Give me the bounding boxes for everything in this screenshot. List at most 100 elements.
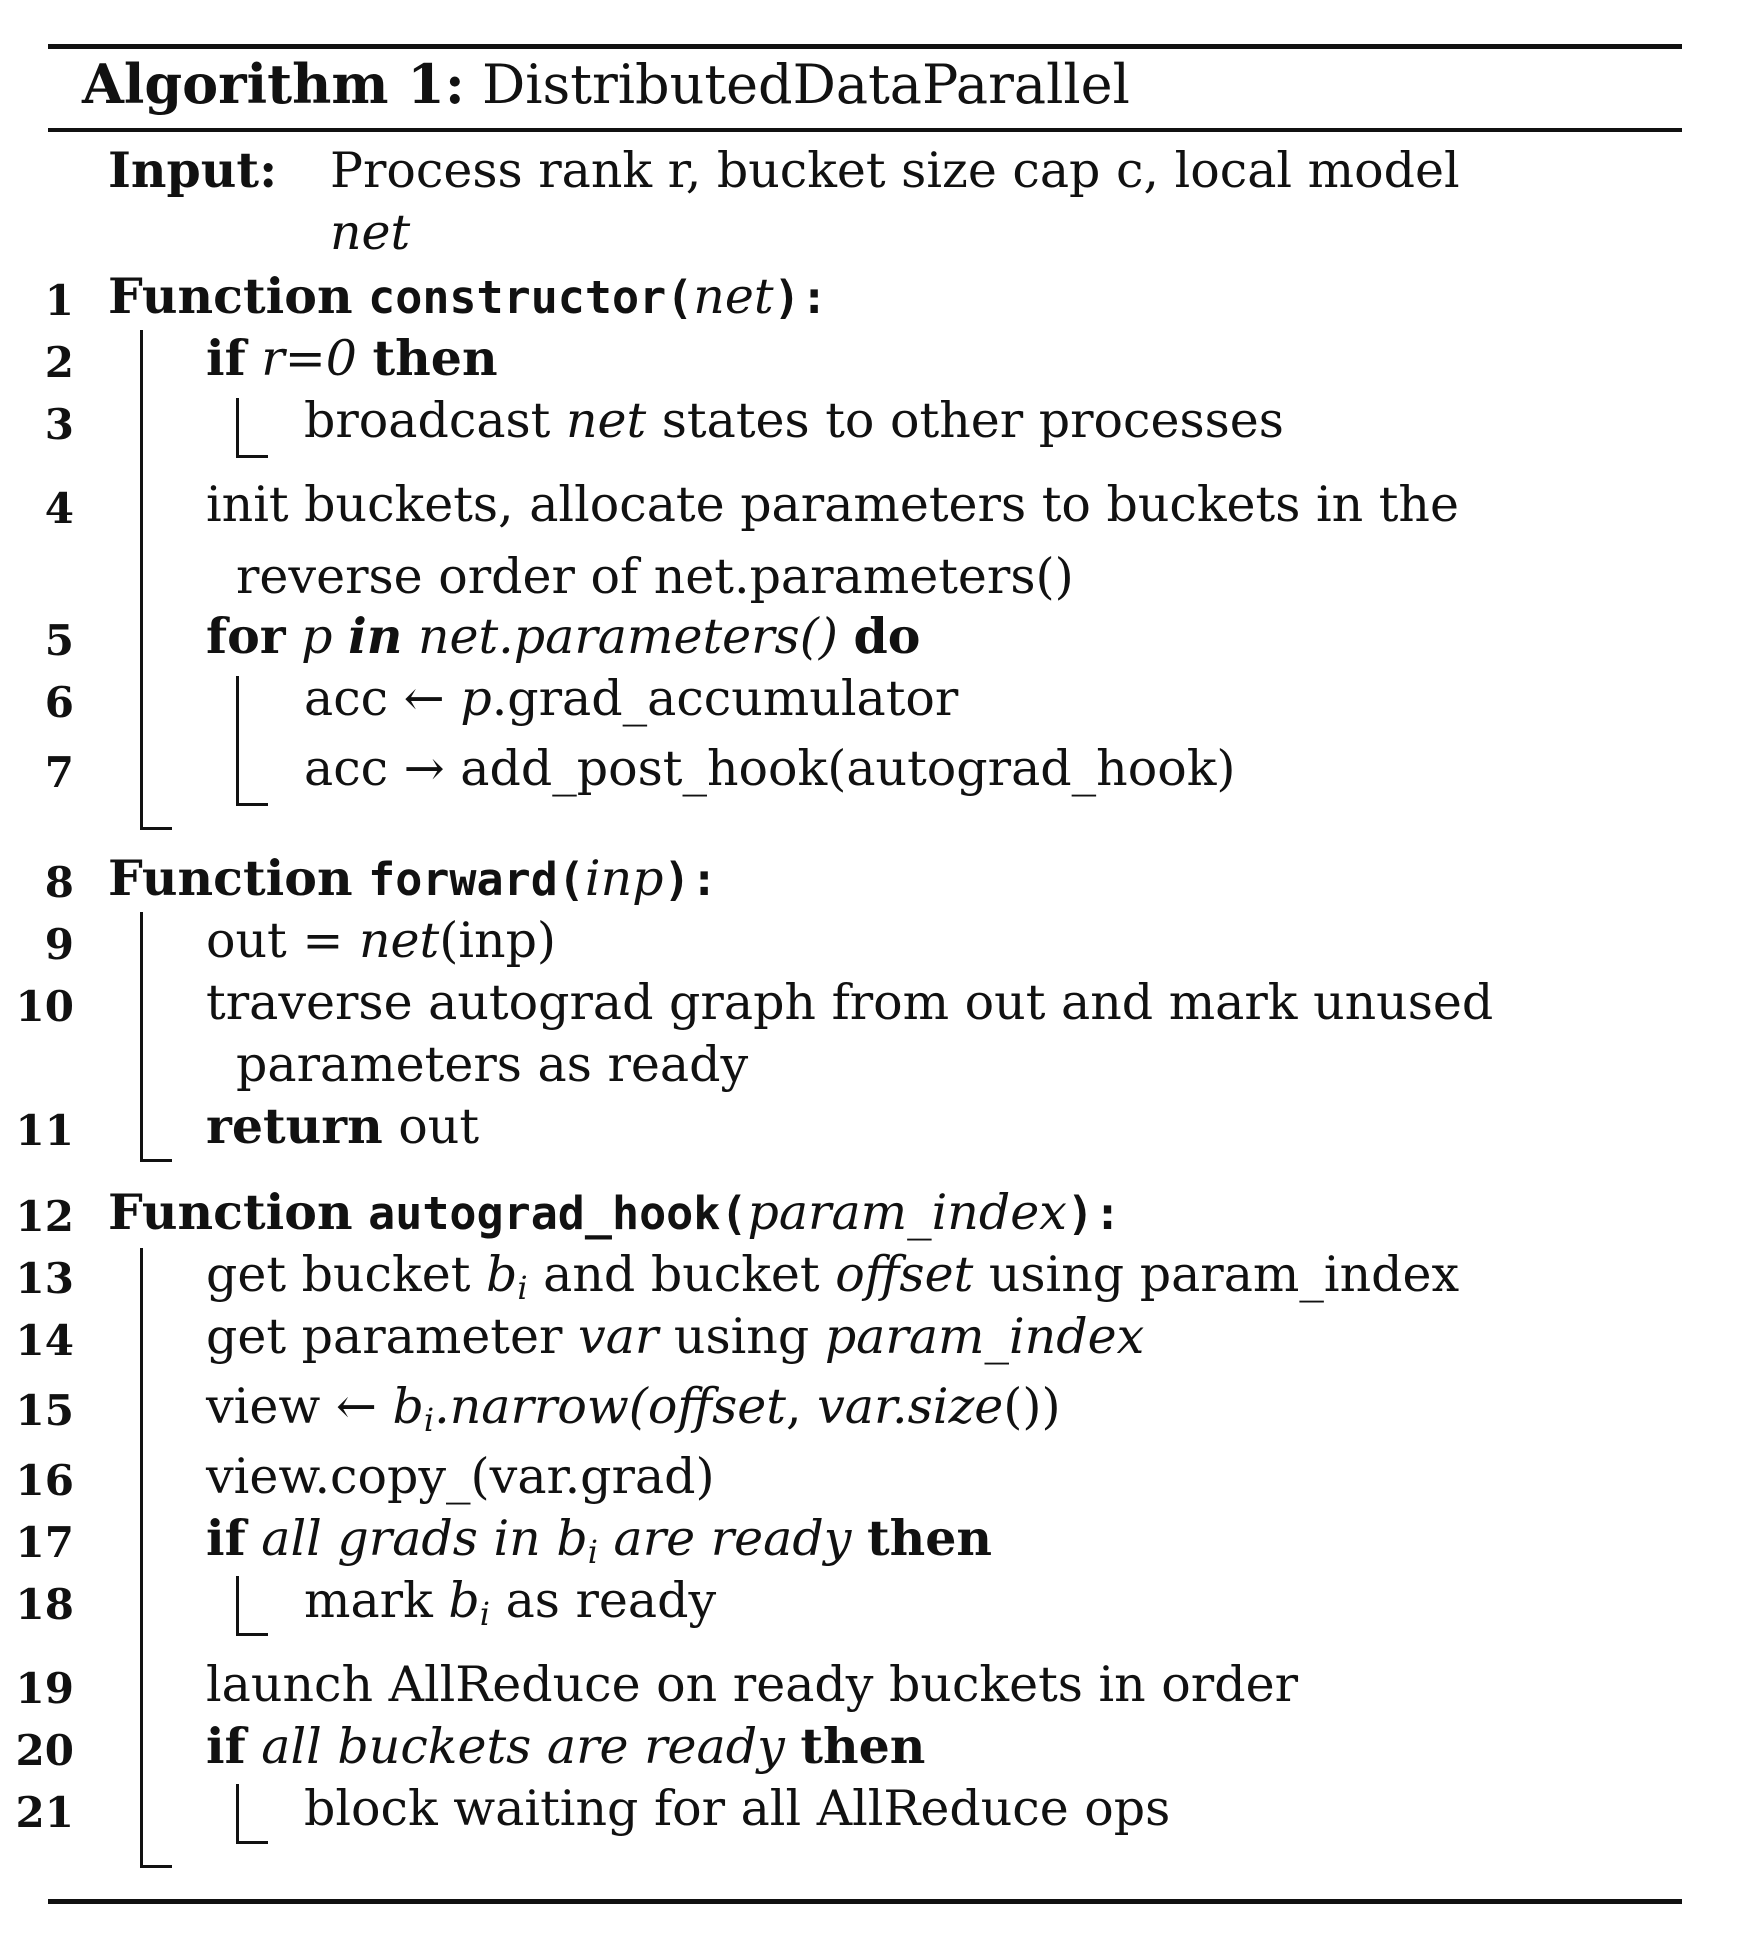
- input-line: Input:: [108, 146, 277, 195]
- function-keyword: Function: [108, 267, 353, 325]
- block-bar: [140, 912, 143, 1162]
- if-keyword: if: [206, 1509, 246, 1567]
- statement-text: broadcast: [304, 392, 551, 449]
- input-text: Process rank r, bucket size cap c, local…: [330, 142, 1460, 199]
- statement-text: using: [673, 1308, 810, 1365]
- code-line-14: get parameter var using param_index: [206, 1312, 1144, 1361]
- code-line-20: if all buckets are ready then: [206, 1722, 925, 1772]
- block-corner: [236, 1841, 268, 1844]
- line-number: 2: [44, 338, 74, 387]
- line-number: 6: [44, 678, 74, 727]
- if-keyword: if: [206, 1717, 246, 1775]
- statement-text: view ←: [206, 1378, 377, 1435]
- algorithm-name: DistributedDataParallel: [481, 53, 1130, 116]
- code-line-21: block waiting for all AllReduce ops: [304, 1780, 1171, 1837]
- function-arg: net: [693, 268, 774, 325]
- condition: r=0: [261, 330, 357, 387]
- line-number: 14: [15, 1316, 74, 1365]
- statement-text: out =: [206, 912, 344, 969]
- loop-expression: net.parameters(): [417, 608, 838, 665]
- code-line-4-cont: reverse order of net.parameters(): [236, 548, 1074, 605]
- in-keyword: in: [348, 607, 403, 665]
- variable: net: [358, 912, 440, 969]
- input-keyword: Input:: [108, 141, 278, 199]
- statement-text: get parameter: [206, 1308, 563, 1365]
- function-name: autograd_hook(: [368, 1187, 748, 1240]
- block-corner: [236, 1633, 268, 1636]
- variable: offset: [835, 1246, 974, 1303]
- condition: are ready: [613, 1510, 852, 1567]
- statement-text: ()): [1003, 1378, 1061, 1435]
- function-arg: param_index: [747, 1184, 1067, 1241]
- variable: offset: [647, 1378, 786, 1435]
- code-line-6: acc ← p.grad_accumulator: [304, 674, 958, 723]
- line-number: 9: [44, 920, 74, 969]
- line-number: 20: [15, 1726, 74, 1775]
- line-number: 7: [44, 748, 74, 797]
- algorithm-label: Algorithm 1:: [82, 52, 465, 116]
- loop-variable: p: [301, 608, 333, 665]
- for-keyword: for: [206, 607, 286, 665]
- code-line-10-cont: parameters as ready: [236, 1036, 749, 1093]
- statement-text: (inp): [439, 912, 557, 969]
- line-number: 18: [15, 1580, 74, 1629]
- line-number: 21: [15, 1788, 74, 1837]
- code-line-3: broadcast net states to other processes: [304, 396, 1284, 445]
- subscript: i: [423, 1401, 435, 1439]
- block-corner: [236, 455, 268, 458]
- statement-text: mark: [304, 1572, 433, 1629]
- code-line-12: Function autograd_hook(param_index):: [108, 1187, 1122, 1240]
- code-line-18: mark bi as ready: [304, 1576, 716, 1630]
- subscript: i: [479, 1595, 490, 1633]
- block-corner: [140, 1159, 172, 1162]
- input-text-cont: net: [330, 204, 411, 261]
- then-keyword: then: [800, 1717, 926, 1775]
- variable: b: [485, 1246, 518, 1303]
- variable: var: [578, 1308, 659, 1365]
- line-number: 13: [15, 1254, 74, 1303]
- block-corner: [140, 1865, 172, 1868]
- block-bar: [236, 398, 239, 458]
- top-rule: [48, 44, 1682, 49]
- line-number: 16: [15, 1456, 74, 1505]
- code-line-13: get bucket bi and bucket offset using pa…: [206, 1250, 1459, 1304]
- code-line-2: if r=0 then: [206, 334, 498, 384]
- subscript: i: [587, 1533, 598, 1571]
- code-line-16: view.copy_(var.grad): [206, 1448, 715, 1505]
- function-keyword: Function: [108, 849, 353, 907]
- variable: b: [556, 1510, 588, 1567]
- algorithm-title: Algorithm 1: DistributedDataParallel: [82, 52, 1130, 116]
- statement-text: states to other processes: [661, 392, 1284, 449]
- variable: p: [460, 670, 492, 727]
- variable: param_index: [824, 1308, 1145, 1365]
- function-close: ):: [663, 853, 718, 906]
- variable: b: [392, 1378, 424, 1435]
- code-line-19: launch AllReduce on ready buckets in ord…: [206, 1656, 1299, 1713]
- block-bar: [236, 676, 239, 806]
- if-keyword: if: [206, 329, 246, 387]
- code-line-5: for p in net.parameters() do: [206, 612, 920, 662]
- statement-text: ,: [785, 1378, 802, 1435]
- function-name: forward(: [368, 853, 585, 906]
- code-line-8: Function forward(inp):: [108, 853, 718, 906]
- line-number: 1: [44, 276, 74, 325]
- function-close: ):: [1066, 1187, 1122, 1240]
- condition: all grads in: [261, 1510, 541, 1567]
- block-bar: [236, 1576, 239, 1636]
- function-arg: inp: [584, 850, 664, 907]
- code-line-17: if all grads in bi are ready then: [206, 1514, 992, 1571]
- block-corner: [140, 827, 172, 830]
- statement-text: and bucket: [543, 1246, 820, 1303]
- line-number: 4: [44, 484, 74, 533]
- return-keyword: return: [206, 1097, 383, 1155]
- subscript: i: [517, 1269, 528, 1307]
- statement-text: get bucket: [206, 1246, 471, 1303]
- statement-text: as ready: [505, 1572, 717, 1629]
- line-number: 5: [44, 616, 74, 665]
- block-bar: [140, 330, 143, 830]
- block-corner: [236, 803, 268, 806]
- block-bar: [236, 1784, 239, 1844]
- code-line-4: init buckets, allocate parameters to buc…: [206, 476, 1459, 533]
- line-number: 15: [15, 1386, 74, 1435]
